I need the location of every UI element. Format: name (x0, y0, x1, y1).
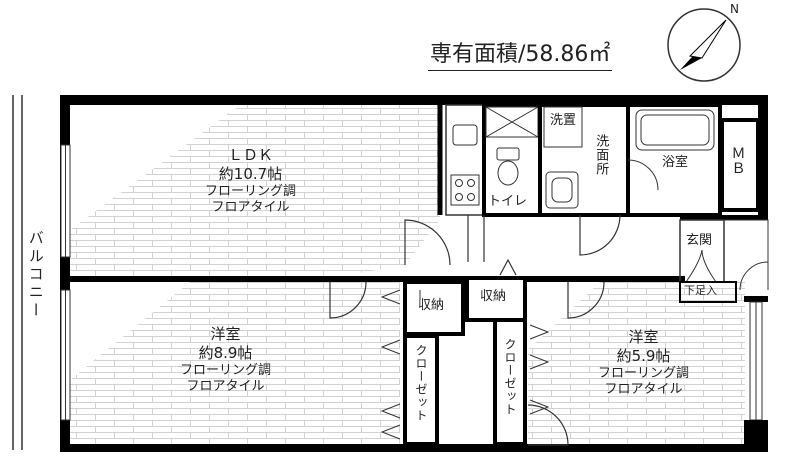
balcony-label: バルコニー (26, 230, 45, 320)
closet-1-label: クローゼット (414, 344, 428, 422)
western-room-2-size: 約5.9帖 (616, 346, 671, 365)
floor-area-label: 専有面積/58.86㎡ (428, 36, 613, 71)
shoe-storage-label: 下足入 (684, 284, 717, 297)
ldk-size: 約10.7帖 (218, 164, 283, 183)
outer-walls (60, 95, 768, 452)
mb-space (720, 118, 760, 212)
closet-doors (380, 289, 550, 440)
western-room-1-label: 洋室 約8.9帖 フローリング調 フロアタイル (180, 325, 271, 395)
ldk-floor: フローリング調 (205, 183, 297, 199)
storage-closets (403, 276, 527, 446)
flooring-hatch (70, 105, 745, 445)
western-room-1-tile: フロアタイル (186, 378, 265, 394)
closet-2-label: クローゼット (503, 338, 517, 416)
doors (329, 214, 621, 446)
ldk-name: ＬＤＫ (228, 146, 274, 164)
storage-2-label: 収納 (480, 289, 507, 304)
western-room-2-label: 洋室 約5.9帖 フローリング調 フロアタイル (598, 328, 689, 398)
ldk-tile: フロアタイル (211, 199, 290, 215)
right-walls (744, 95, 768, 452)
entrance (679, 219, 769, 303)
western-room-2-name: 洋室 (628, 328, 659, 346)
balcony (12, 95, 23, 450)
washer-space-label: 洗置 (549, 113, 576, 128)
western-room-1-name: 洋室 (210, 325, 241, 343)
toilet-label: トイレ (488, 194, 528, 209)
western-room-1-floor: フローリング調 (180, 362, 272, 378)
bathroom-label: 浴室 (662, 155, 689, 170)
western-room-2-tile: フロアタイル (604, 381, 683, 397)
washroom-label: 洗面所 (593, 134, 609, 176)
kitchen (437, 104, 485, 216)
entrance-label: 玄関 (686, 233, 713, 248)
western-room-2-floor: フローリング調 (598, 365, 690, 381)
left-windows (60, 144, 71, 421)
ldk-label: ＬＤＫ 約10.7帖 フローリング調 フロアタイル (205, 146, 296, 216)
north-compass-icon (667, 8, 741, 82)
storage-1-label: 収納 (418, 298, 445, 313)
mb-label: ＭＢ (729, 146, 746, 176)
north-label: N (730, 2, 739, 16)
middle-wall (60, 276, 405, 282)
western-room-1-size: 約8.9帖 (198, 343, 253, 362)
